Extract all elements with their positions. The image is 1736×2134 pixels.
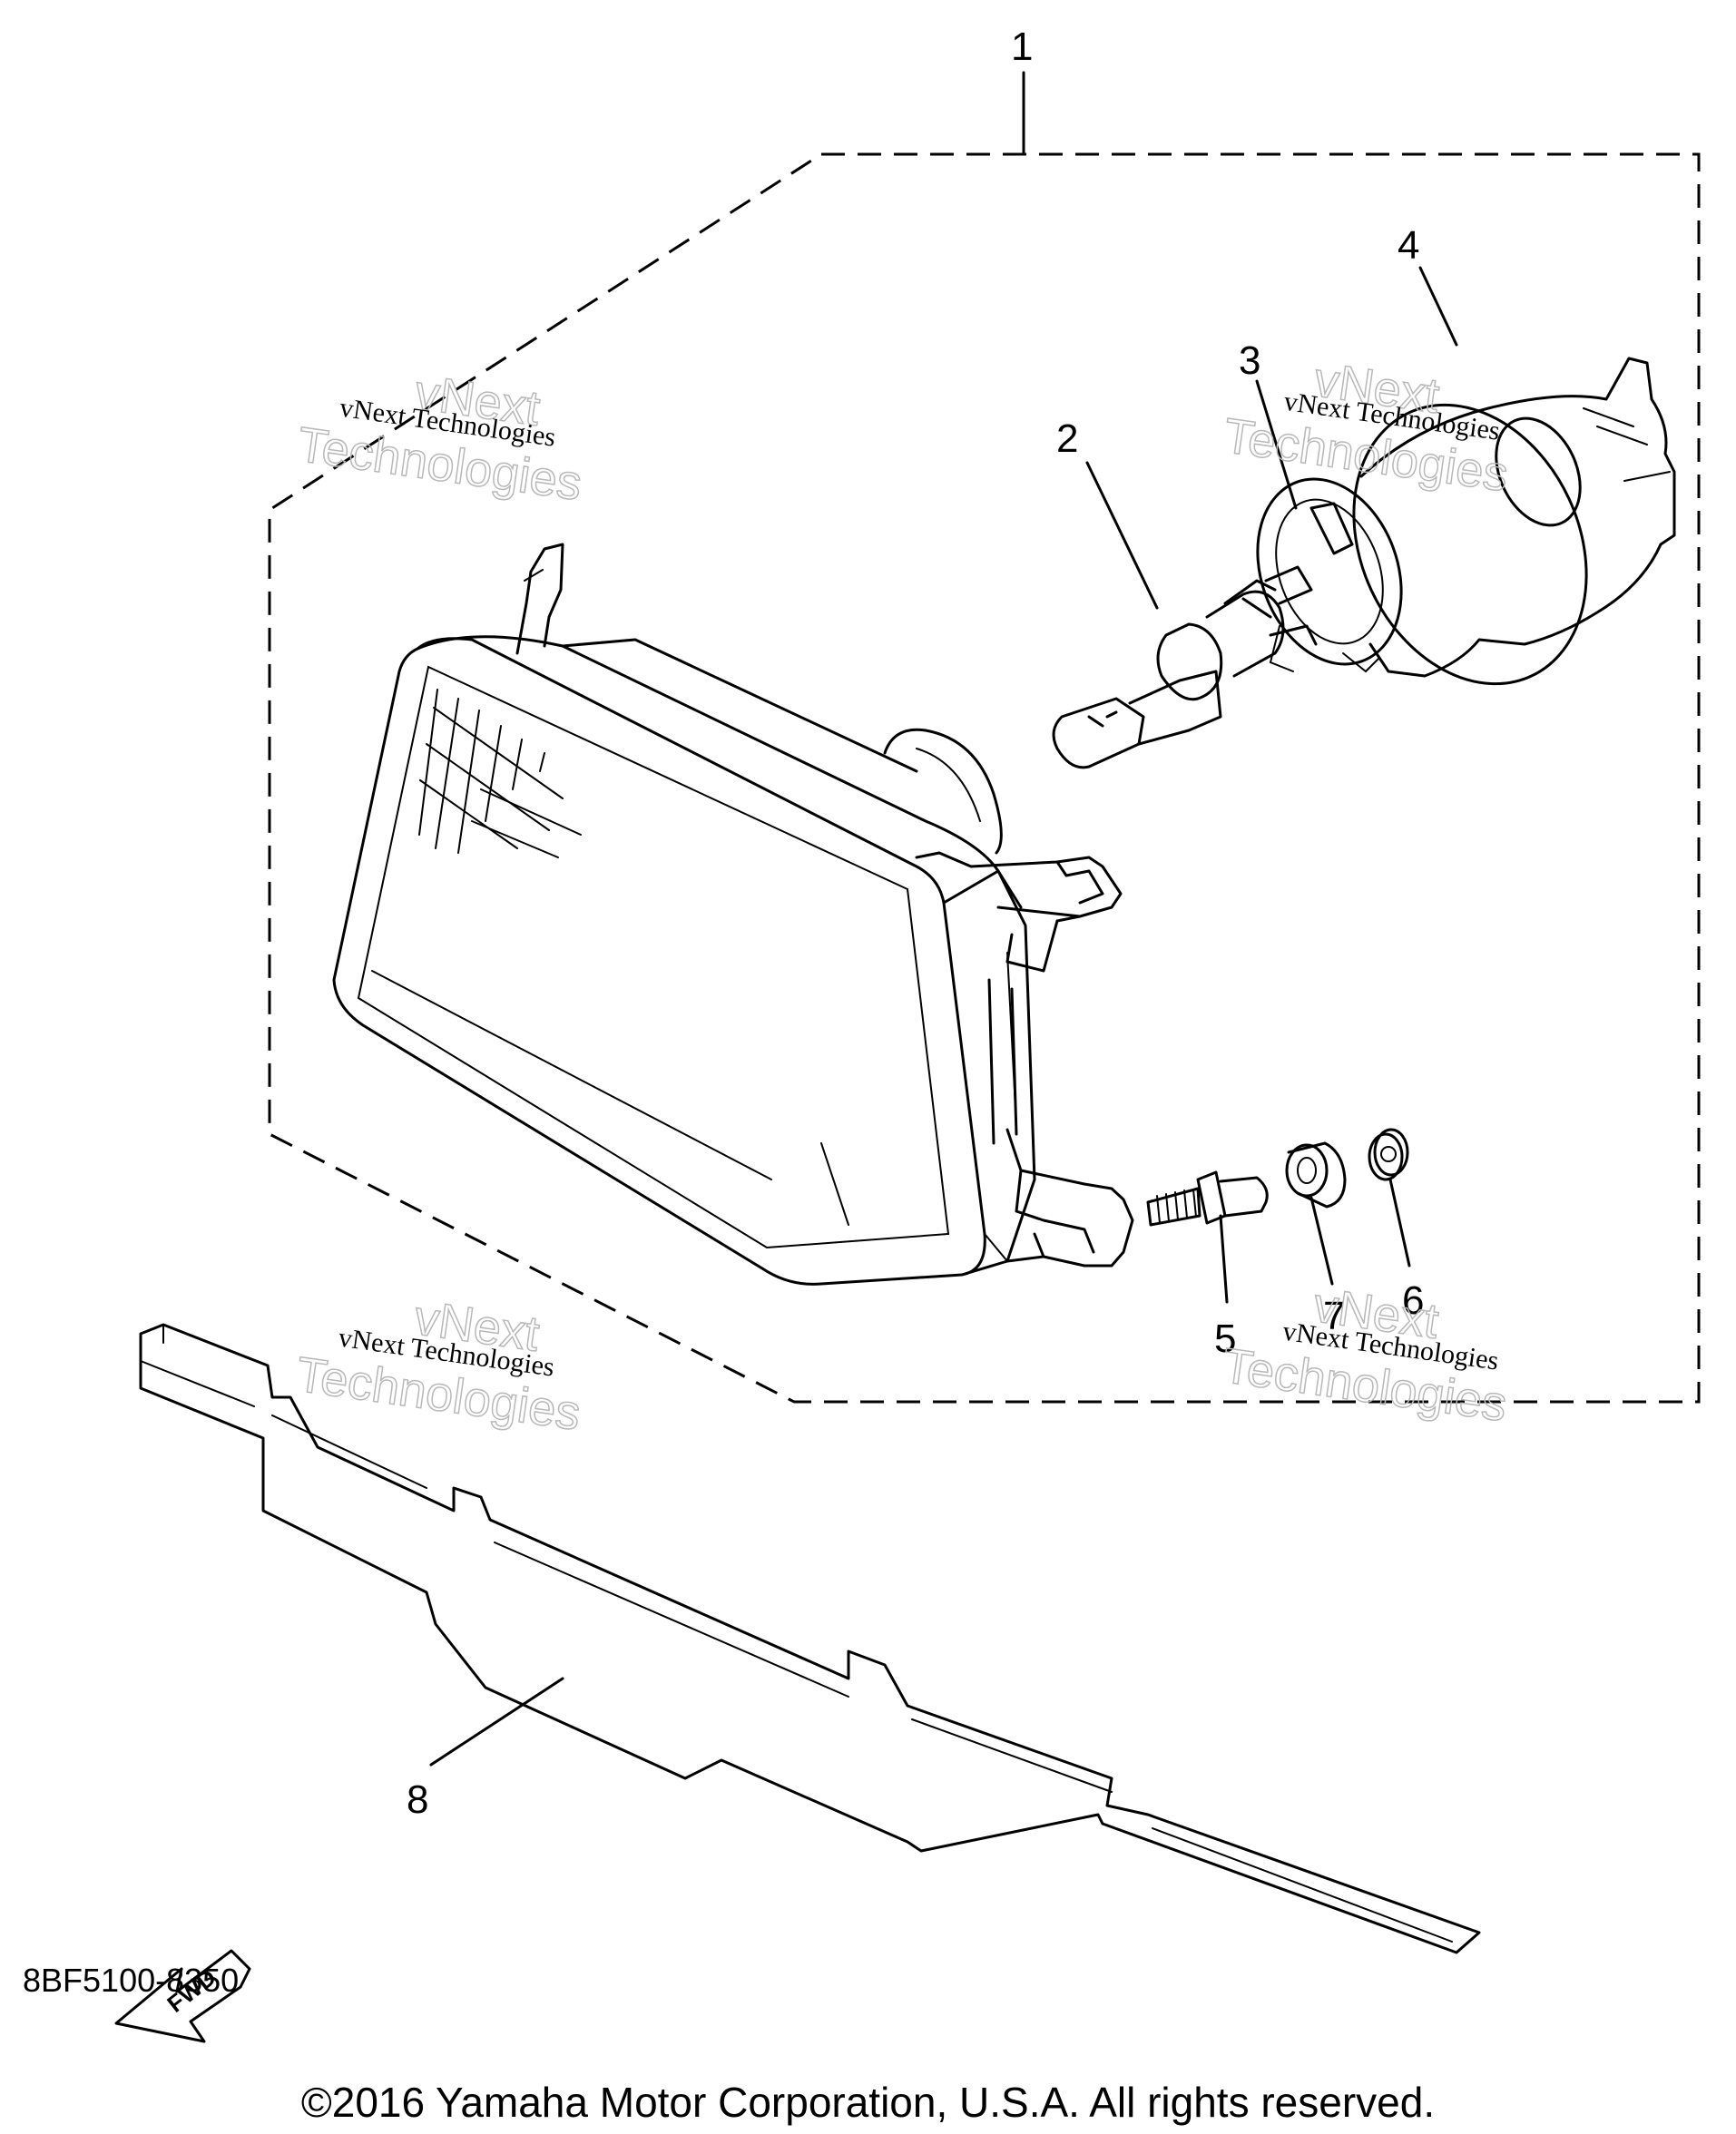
callout-2: 2: [1056, 416, 1078, 461]
watermark-bottom-right: vNext Technologies vNext Technologies: [1219, 1277, 1511, 1433]
copyright-notice: ©2016 Yamaha Motor Corporation, U.S.A. A…: [300, 2079, 1436, 2126]
seal-strip: [139, 1323, 1481, 1954]
callout-6: 6: [1402, 1278, 1424, 1323]
watermark-top-right: vNext Technologies vNext Technologies: [1220, 352, 1512, 504]
callouts: 1 2 3 4 5 6 7 8: [407, 24, 1424, 1822]
callout-1: 1: [1011, 24, 1033, 69]
watermark-bottom-left: vNext Technologies vNext Technologies: [292, 1289, 584, 1441]
halogen-bulb: [1052, 565, 1318, 769]
callout-7: 7: [1323, 1294, 1345, 1338]
bulb-retaining-spring: [1256, 477, 1403, 673]
callout-5: 5: [1214, 1317, 1236, 1361]
callout-3: 3: [1239, 338, 1260, 383]
headlight-housing: [332, 543, 1134, 1286]
leader-lines: [429, 71, 1458, 1767]
callout-4: 4: [1398, 223, 1419, 268]
diagram-code: 8BF5100-8350: [23, 1962, 239, 1999]
adjusting-screw: [1146, 1170, 1269, 1227]
callout-8: 8: [407, 1777, 428, 1822]
assembly-boundary: [268, 152, 1701, 1404]
bulb-cover: [1352, 357, 1676, 686]
collar: [1285, 1141, 1347, 1209]
nut: [1368, 1128, 1409, 1181]
watermark-top-left: vNext Technologies vNext Technologies: [294, 364, 586, 511]
